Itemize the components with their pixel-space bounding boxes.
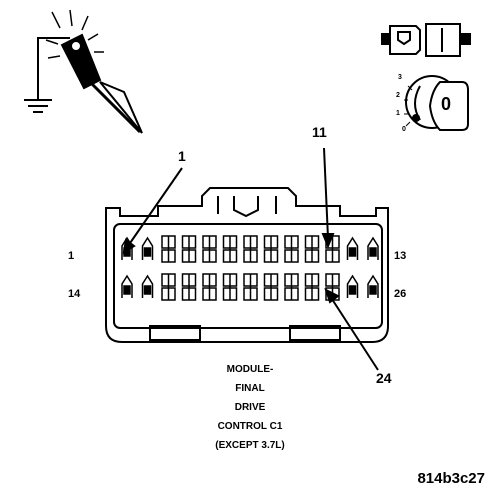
key-position-1: 1 bbox=[396, 110, 400, 117]
pin-cavity bbox=[202, 273, 217, 301]
ignition-key-icon bbox=[404, 75, 469, 131]
pin-cavity bbox=[161, 273, 176, 301]
pin-cavity bbox=[161, 235, 176, 263]
pin-cavity bbox=[222, 235, 238, 263]
pin-cavity bbox=[304, 273, 320, 301]
caption-line-4: CONTROL C1 bbox=[217, 421, 283, 432]
caption-line-1: MODULE- bbox=[226, 364, 274, 375]
caption-line-2: FINAL bbox=[235, 383, 265, 394]
pin-cavity bbox=[263, 273, 279, 301]
callout-label-pin11: 11 bbox=[312, 124, 327, 140]
pin-cavity bbox=[181, 235, 197, 263]
pin-cavity bbox=[367, 274, 379, 298]
key-position-0: 0 bbox=[402, 126, 406, 133]
key-current-position: 0 bbox=[441, 94, 452, 114]
pin-cavity bbox=[284, 273, 299, 301]
connector-caption: MODULE- FINAL DRIVE CONTROL C1 (EXCEPT 3… bbox=[175, 360, 325, 455]
callout-arrowhead-pin24 bbox=[324, 288, 340, 304]
row1-start-label: 1 bbox=[68, 250, 75, 262]
callout-arrow-pin1 bbox=[127, 167, 183, 247]
row1-end-label: 13 bbox=[394, 250, 407, 262]
test-probe-icon bbox=[24, 9, 143, 134]
pin-cavity bbox=[121, 274, 133, 298]
pin-cavity bbox=[367, 236, 379, 260]
pin-cavity bbox=[141, 274, 154, 298]
connector-icon bbox=[381, 23, 471, 57]
pin-cavity bbox=[222, 273, 238, 301]
callout-label-pin1: 1 bbox=[178, 148, 186, 164]
callout-arrowhead-pin1 bbox=[122, 238, 136, 254]
pin-cavity bbox=[284, 235, 299, 263]
pin-cavity bbox=[243, 273, 258, 301]
callout-label-pin24: 24 bbox=[376, 370, 392, 386]
pin-cavity bbox=[346, 236, 359, 260]
callout-arrow-pin24 bbox=[329, 295, 379, 371]
pin-cavity bbox=[202, 235, 217, 263]
figure-id: 814b3c27 bbox=[417, 470, 485, 487]
pin-cavity bbox=[243, 235, 258, 263]
row2-end-label: 26 bbox=[394, 288, 407, 300]
pin-cavity bbox=[304, 235, 320, 263]
callout-arrow-pin11 bbox=[323, 147, 329, 239]
pin-cavity bbox=[181, 273, 197, 301]
callout-arrowhead-pin11 bbox=[321, 233, 335, 249]
caption-line-5: (EXCEPT 3.7L) bbox=[215, 440, 285, 451]
key-position-2: 2 bbox=[396, 92, 400, 99]
connector-body bbox=[105, 187, 389, 343]
caption-line-3: DRIVE bbox=[234, 402, 266, 413]
key-position-3: 3 bbox=[398, 74, 402, 81]
callout-arrows bbox=[122, 147, 379, 371]
pin-cavity bbox=[263, 235, 279, 263]
row2-start-label: 14 bbox=[68, 288, 81, 300]
pin-cavity bbox=[346, 274, 359, 298]
pin-grid bbox=[121, 235, 379, 301]
pin-cavity bbox=[141, 236, 154, 260]
